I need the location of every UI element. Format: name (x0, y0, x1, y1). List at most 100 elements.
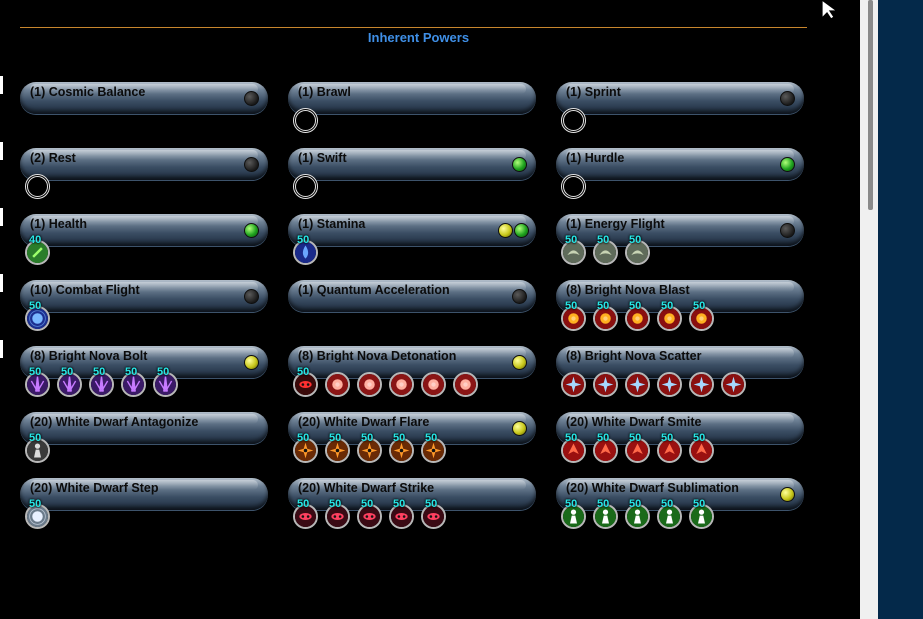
enhancement-slot[interactable]: 50 (292, 234, 320, 265)
power-bar[interactable] (20, 412, 268, 444)
enhancement-slot[interactable]: 50 (560, 300, 588, 331)
power-toggle-icon[interactable] (244, 223, 259, 238)
power-toggle-icon[interactable] (244, 91, 259, 106)
enhancement-slot[interactable]: 50 (356, 432, 384, 463)
power-bar[interactable] (556, 346, 804, 378)
enhancement-slot[interactable]: 50 (24, 366, 52, 397)
power-entry[interactable]: (1) Sprint (556, 82, 804, 142)
enhancement-slot[interactable]: 50 (656, 300, 684, 331)
enhancement-slot[interactable]: 50 (24, 498, 52, 529)
power-bar[interactable] (556, 148, 804, 180)
power-toggle-icon[interactable] (244, 157, 259, 172)
enhancement-slot[interactable]: 50 (324, 498, 352, 529)
power-toggle-icon[interactable] (514, 223, 529, 238)
power-bar[interactable] (20, 148, 268, 180)
enhancement-slot[interactable]: 50 (656, 432, 684, 463)
empty-slot-icon[interactable] (292, 103, 320, 133)
power-bar[interactable] (556, 412, 804, 444)
power-bar[interactable] (556, 82, 804, 114)
enhancement-slot[interactable]: 50 (292, 432, 320, 463)
power-toggle-icon[interactable] (780, 91, 795, 106)
empty-slot-icon[interactable] (560, 169, 588, 199)
enhancement-slot[interactable] (720, 367, 748, 397)
enhancement-slot[interactable]: 50 (560, 432, 588, 463)
power-bar[interactable] (288, 346, 536, 378)
enhancement-slot[interactable] (356, 367, 384, 397)
enhancement-slot[interactable]: 50 (592, 432, 620, 463)
power-bar[interactable] (556, 280, 804, 312)
enhancement-slot[interactable]: 40 (24, 234, 52, 265)
enhancement-slot[interactable] (324, 367, 352, 397)
enhancement-slot[interactable] (452, 367, 480, 397)
power-toggle-icon[interactable] (512, 157, 527, 172)
enhancement-slot[interactable]: 50 (688, 300, 716, 331)
enhancement-slot[interactable]: 50 (592, 498, 620, 529)
enhancement-slot[interactable] (592, 367, 620, 397)
enhancement-slot[interactable]: 50 (592, 234, 620, 265)
power-entry[interactable]: (2) Rest (20, 148, 268, 208)
power-bar[interactable] (20, 346, 268, 378)
enhancement-slot[interactable] (560, 367, 588, 397)
power-bar[interactable] (20, 280, 268, 312)
power-bar[interactable] (288, 412, 536, 444)
enhancement-slot[interactable]: 50 (688, 498, 716, 529)
enhancement-slot[interactable]: 50 (624, 234, 652, 265)
empty-slot-icon[interactable] (24, 169, 52, 199)
enhancement-slot[interactable]: 50 (624, 300, 652, 331)
enhancement-slot[interactable]: 50 (292, 498, 320, 529)
power-entry[interactable]: (1) Brawl (288, 82, 536, 142)
enhancement-slot[interactable]: 50 (356, 498, 384, 529)
power-toggle-icon[interactable] (780, 157, 795, 172)
power-entry[interactable]: (1) Quantum Acceleration (288, 280, 536, 340)
enhancement-slot[interactable]: 50 (624, 432, 652, 463)
power-bar[interactable] (556, 478, 804, 510)
enhancement-slot[interactable] (420, 367, 448, 397)
enhancement-slot[interactable]: 50 (24, 432, 52, 463)
power-toggle-icon[interactable] (244, 355, 259, 370)
enhancement-slot[interactable]: 50 (592, 300, 620, 331)
enhancement-slot[interactable]: 50 (388, 432, 416, 463)
enhancement-slot[interactable]: 50 (24, 300, 52, 331)
scrollbar-thumb[interactable] (868, 0, 873, 210)
enhancement-slot[interactable] (624, 367, 652, 397)
enhancement-slot[interactable]: 50 (388, 498, 416, 529)
enhancement-slot[interactable]: 50 (624, 498, 652, 529)
power-bar[interactable] (288, 478, 536, 510)
power-toggle-icon[interactable] (780, 223, 795, 238)
power-entry[interactable]: (8) Bright Nova Scatter (556, 346, 804, 406)
power-bar[interactable] (20, 82, 268, 114)
enhancement-slot[interactable]: 50 (292, 366, 320, 397)
power-entry[interactable]: (1) Swift (288, 148, 536, 208)
power-toggle-icon[interactable] (512, 289, 527, 304)
enhancement-slot[interactable]: 50 (420, 432, 448, 463)
power-bar[interactable] (20, 478, 268, 510)
enhancement-slot[interactable]: 50 (688, 432, 716, 463)
empty-slot-icon[interactable] (292, 169, 320, 199)
enhancement-slot[interactable]: 50 (56, 366, 84, 397)
power-bar[interactable] (288, 148, 536, 180)
power-bar[interactable] (288, 280, 536, 312)
power-toggle-icon[interactable] (512, 355, 527, 370)
power-bar[interactable] (556, 214, 804, 246)
enhancement-slot[interactable]: 50 (88, 366, 116, 397)
enhancement-slot[interactable]: 50 (420, 498, 448, 529)
power-bar[interactable] (20, 214, 268, 246)
power-entry[interactable]: (1) Hurdle (556, 148, 804, 208)
power-toggle-icon[interactable] (780, 487, 795, 502)
power-toggle-icon[interactable] (498, 223, 513, 238)
power-toggle-icon[interactable] (512, 421, 527, 436)
power-entry[interactable]: (1) Cosmic Balance (20, 82, 268, 142)
power-bar[interactable] (288, 214, 536, 246)
